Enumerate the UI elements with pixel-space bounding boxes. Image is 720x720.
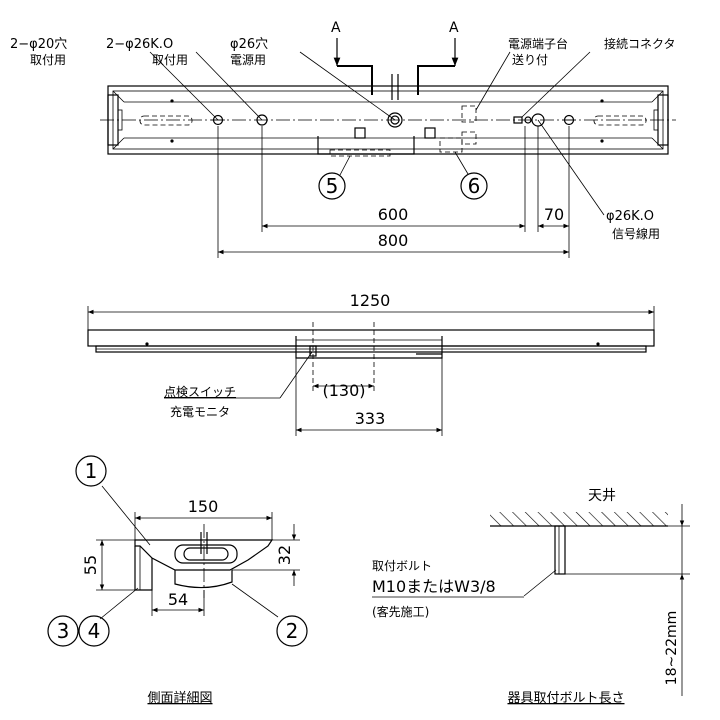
balloon-2	[276, 615, 308, 647]
dim-800: 800	[378, 231, 409, 250]
knockout-left	[256, 114, 268, 126]
bolt-label-2: M10またはW3/8	[372, 577, 496, 596]
knockout-mount-sub: 取付用	[152, 53, 188, 67]
dim-70: 70	[544, 205, 564, 224]
dim-32: 32	[275, 545, 294, 565]
dim-130: (130)	[322, 381, 365, 400]
section-mark-right: A	[417, 20, 459, 95]
fixture-body-front	[87, 329, 655, 347]
power-hole	[387, 112, 403, 128]
terminal-block	[461, 105, 477, 123]
section-detail-view: 150 55 32 54 1 2	[47, 455, 308, 706]
balloon-6	[460, 172, 488, 200]
knockout-mount-label: 2−φ26K.O	[106, 37, 173, 52]
balloon-4	[78, 615, 110, 647]
mount-holes-sub: 取付用	[30, 53, 66, 67]
bolt-label-1: 取付ボルト	[372, 559, 432, 573]
dim-600: 600	[378, 205, 409, 224]
section-letter-right: A	[449, 20, 459, 36]
section-body	[134, 539, 274, 571]
dim-333: 333	[355, 409, 386, 428]
signal-ko-sub: 信号線用	[612, 226, 660, 241]
ceiling-label: 天井	[588, 488, 616, 504]
mount-hole-right	[562, 114, 576, 126]
mount-bolt	[554, 525, 566, 575]
balloon-5	[318, 172, 346, 200]
dim-54: 54	[168, 590, 188, 609]
power-hole-sub: 電源用	[230, 53, 266, 67]
bolt-label-3: (客先施工)	[372, 604, 429, 619]
terminal-block-label: 電源端子台	[508, 36, 568, 51]
section-letter-left: A	[331, 20, 341, 36]
balloon-5-text: 5	[326, 174, 339, 198]
balloon-3	[47, 615, 79, 647]
dim-150: 150	[188, 497, 219, 516]
front-view: 1250 点検スイッチ 充電モニタ (130) 333	[87, 291, 655, 436]
balloon-3-text: 3	[57, 619, 70, 643]
section-caption: 側面詳細図	[147, 690, 212, 706]
switch-label: 点検スイッチ	[164, 385, 236, 399]
monitor-label: 充電モニタ	[170, 404, 230, 419]
terminal-block-sub: 送り付	[512, 52, 548, 67]
mount-holes-label: 2−φ20穴	[10, 37, 67, 52]
balloon-1-text: 1	[85, 459, 98, 483]
dim-bolt-length: 18~22mm	[664, 611, 680, 686]
top-view: A A	[10, 20, 676, 258]
balloon-4-text: 4	[88, 619, 101, 643]
bolt-length-view: 天井 取付ボルト M10またはW3/8 (客先施工) 18~22mm 器具取付ボ…	[372, 488, 690, 706]
balloon-1	[75, 455, 107, 487]
section-mark-left: A	[331, 20, 373, 95]
power-hole-label: φ26穴	[230, 37, 268, 52]
bolt-caption: 器具取付ボルト長さ	[507, 691, 624, 706]
dim-1250: 1250	[350, 291, 391, 310]
dim-55: 55	[81, 555, 100, 575]
signal-ko-label: φ26K.O	[606, 209, 654, 224]
balloon-6-text: 6	[468, 174, 481, 198]
balloon-2-text: 2	[286, 619, 299, 643]
connector-label: 接続コネクタ	[604, 36, 676, 51]
connector-block	[513, 116, 523, 124]
